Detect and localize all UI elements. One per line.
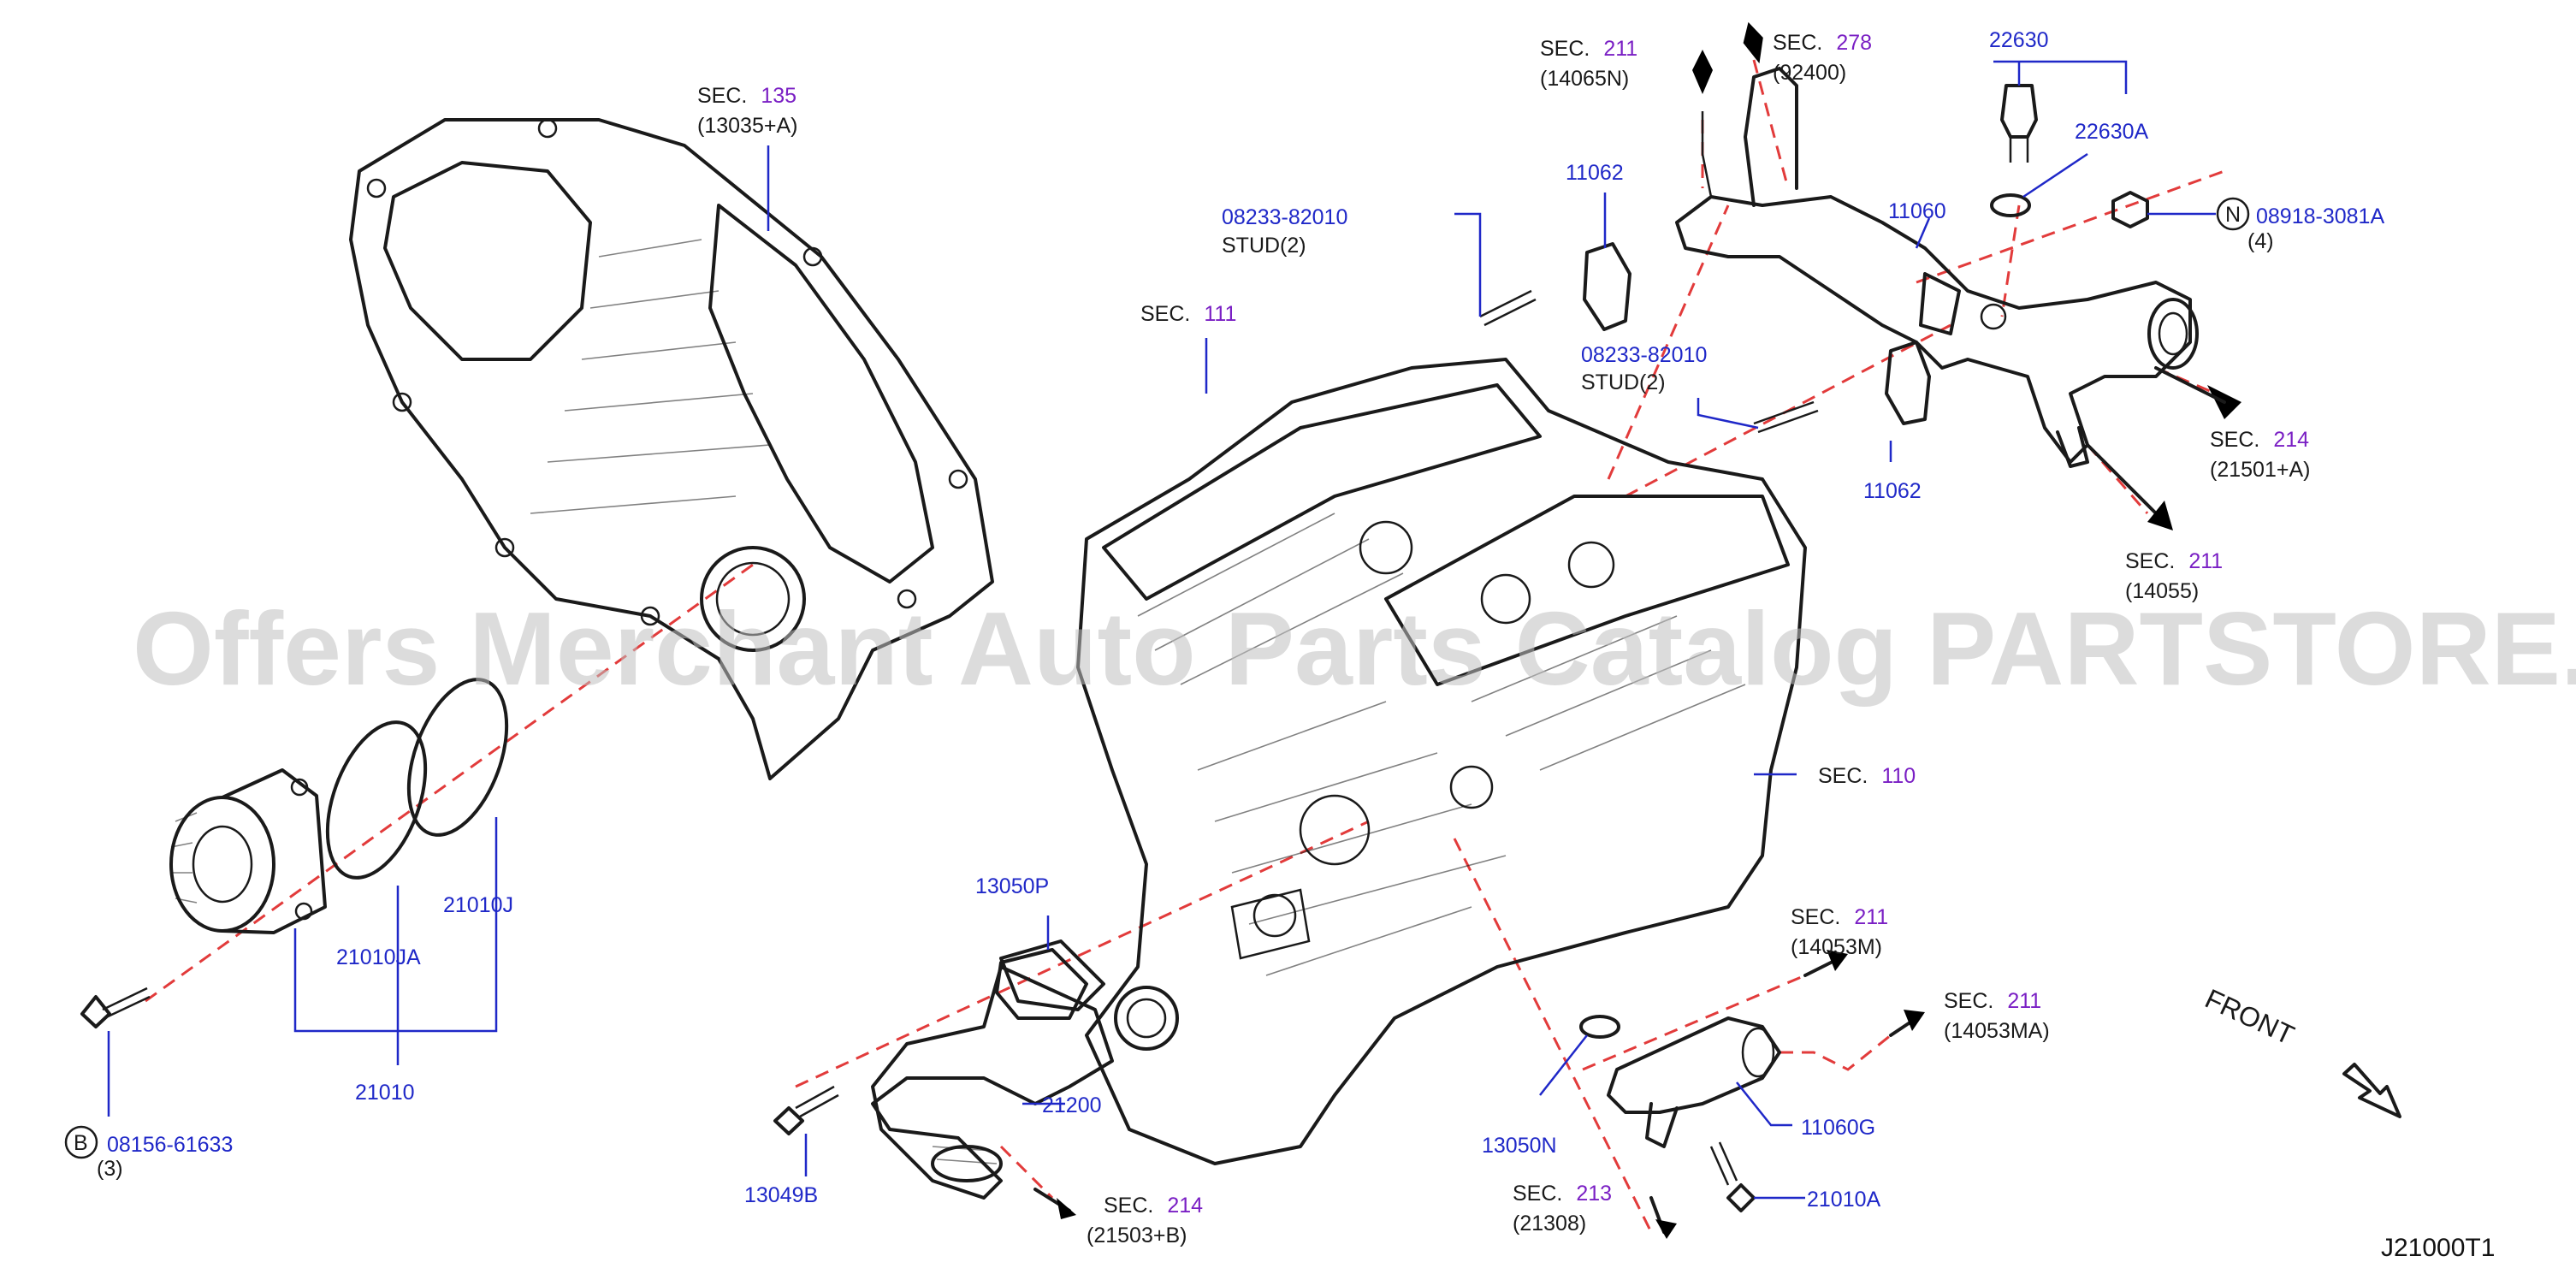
part-11060[interactable]: 11060	[1888, 199, 1946, 223]
water-pipe-11060	[1675, 67, 2199, 468]
svg-text:08156-61633: 08156-61633	[107, 1133, 233, 1157]
part-08918[interactable]: N 08918-3081A (4)	[2216, 197, 2384, 253]
bolt-08156	[80, 987, 151, 1028]
part-08233-lower[interactable]: 08233-82010 STUD(2)	[1581, 343, 1707, 394]
diagram-code: J21000T1	[2381, 1234, 2495, 1262]
svg-text:B: B	[74, 1131, 88, 1155]
svg-text:N: N	[2225, 203, 2241, 227]
part-08233-upper[interactable]: 08233-82010 STUD(2)	[1222, 205, 1347, 258]
stud-08233-lower	[1753, 400, 1819, 434]
svg-text:SEC.110: SEC.110	[1818, 764, 1916, 788]
callout-sec135: SEC.135 (13035+A)	[697, 84, 797, 138]
part-11060g[interactable]: 11060G	[1801, 1116, 1875, 1140]
letter-b-badge	[64, 1125, 98, 1159]
front-arrow	[2342, 1063, 2401, 1118]
water-outlet-11060G	[1607, 1016, 1781, 1148]
o-ring-22630A	[1990, 193, 2031, 217]
svg-text:SEC.211: SEC.211	[2125, 549, 2223, 573]
svg-text:STUD(2): STUD(2)	[1222, 234, 1306, 258]
callout-sec278: SEC.278 (92400)	[1773, 31, 1872, 85]
part-11062-upper[interactable]: 11062	[1566, 161, 1624, 185]
gasket-13050P	[995, 948, 1088, 1020]
part-21200[interactable]: 21200	[1042, 1093, 1102, 1117]
svg-text:SEC.211: SEC.211	[1791, 905, 1888, 929]
bolt-21010A	[1709, 1141, 1756, 1212]
callout-sec211-14065n: SEC.211 (14065N)	[1540, 37, 1637, 91]
part-22630a[interactable]: 22630A	[2075, 120, 2149, 144]
svg-text:STUD(2): STUD(2)	[1581, 370, 1666, 394]
part-22630[interactable]: 22630	[1989, 28, 2049, 52]
svg-text:08918-3081A: 08918-3081A	[2256, 204, 2384, 228]
water-pump	[169, 768, 327, 934]
stud-08233-upper	[1479, 289, 1537, 327]
svg-text:(14053M): (14053M)	[1791, 935, 1882, 959]
gasket-11062-lower	[1885, 341, 1931, 425]
gasket-13050N	[1579, 1015, 1620, 1039]
svg-text:(14055): (14055)	[2125, 579, 2199, 603]
callout-sec211-14053ma: SEC.211 (14053MA)	[1944, 989, 2050, 1043]
leader-lines	[107, 60, 2216, 1200]
svg-text:(92400): (92400)	[1773, 61, 1846, 85]
svg-text:(14065N): (14065N)	[1540, 67, 1629, 91]
svg-text:(14053MA): (14053MA)	[1944, 1019, 2050, 1043]
callout-sec211-14055: SEC.211 (14055)	[2125, 549, 2223, 603]
callout-sec214-21503b: SEC.214 (21503+B)	[1087, 1194, 1203, 1247]
callout-sec213: SEC.213 (21308)	[1513, 1182, 1612, 1235]
callout-sec111: SEC.111	[1140, 302, 1236, 326]
thermostat-housing	[871, 939, 1114, 1200]
svg-text:(3): (3)	[97, 1157, 123, 1181]
bolt-13049B	[773, 1085, 839, 1135]
svg-text:08233-82010: 08233-82010	[1581, 343, 1707, 367]
svg-text:(21503+B): (21503+B)	[1087, 1224, 1187, 1247]
letter-n-badge	[2216, 197, 2250, 231]
temp-sensor-22630	[2000, 84, 2038, 163]
svg-text:SEC.213: SEC.213	[1513, 1182, 1612, 1206]
callout-sec211-14053m: SEC.211 (14053M)	[1791, 905, 1888, 959]
part-13050p[interactable]: 13050P	[975, 874, 1049, 898]
svg-text:(13035+A): (13035+A)	[697, 114, 797, 138]
engine-block	[1076, 358, 1807, 1165]
part-21010a[interactable]: 21010A	[1807, 1188, 1881, 1212]
svg-text:08233-82010: 08233-82010	[1222, 205, 1347, 229]
timing-cover	[349, 118, 994, 780]
watermark: Offers Merchant Auto Parts Catalog PARTS…	[133, 590, 2576, 707]
part-21010ja[interactable]: 21010JA	[336, 945, 421, 969]
part-11062-lower[interactable]: 11062	[1863, 479, 1922, 503]
part-13049b[interactable]: 13049B	[744, 1183, 818, 1207]
part-21010j[interactable]: 21010J	[443, 893, 513, 917]
svg-text:SEC.211: SEC.211	[1540, 37, 1637, 61]
front-label: FRONT	[2200, 983, 2299, 1051]
nut-08918	[2111, 191, 2149, 228]
direction-arrows	[1033, 21, 2241, 1239]
svg-text:(4): (4)	[2247, 229, 2274, 253]
svg-text:SEC.135: SEC.135	[697, 84, 796, 108]
svg-text:SEC.111: SEC.111	[1140, 302, 1236, 326]
svg-text:SEC.214: SEC.214	[2210, 428, 2309, 452]
svg-text:(21308): (21308)	[1513, 1212, 1586, 1235]
svg-text:SEC.278: SEC.278	[1773, 31, 1872, 55]
svg-text:(21501+A): (21501+A)	[2210, 458, 2310, 482]
svg-text:SEC.211: SEC.211	[1944, 989, 2041, 1013]
part-21010[interactable]: 21010	[355, 1081, 415, 1105]
o-rings	[325, 678, 509, 880]
part-08156[interactable]: B 08156-61633 (3)	[64, 1125, 233, 1181]
callout-sec110: SEC.110	[1818, 764, 1916, 788]
part-13050n[interactable]: 13050N	[1482, 1134, 1557, 1158]
gasket-11062-upper	[1583, 242, 1631, 331]
svg-text:SEC.214: SEC.214	[1104, 1194, 1203, 1218]
callout-sec214-21501a: SEC.214 (21501+A)	[2210, 428, 2310, 482]
